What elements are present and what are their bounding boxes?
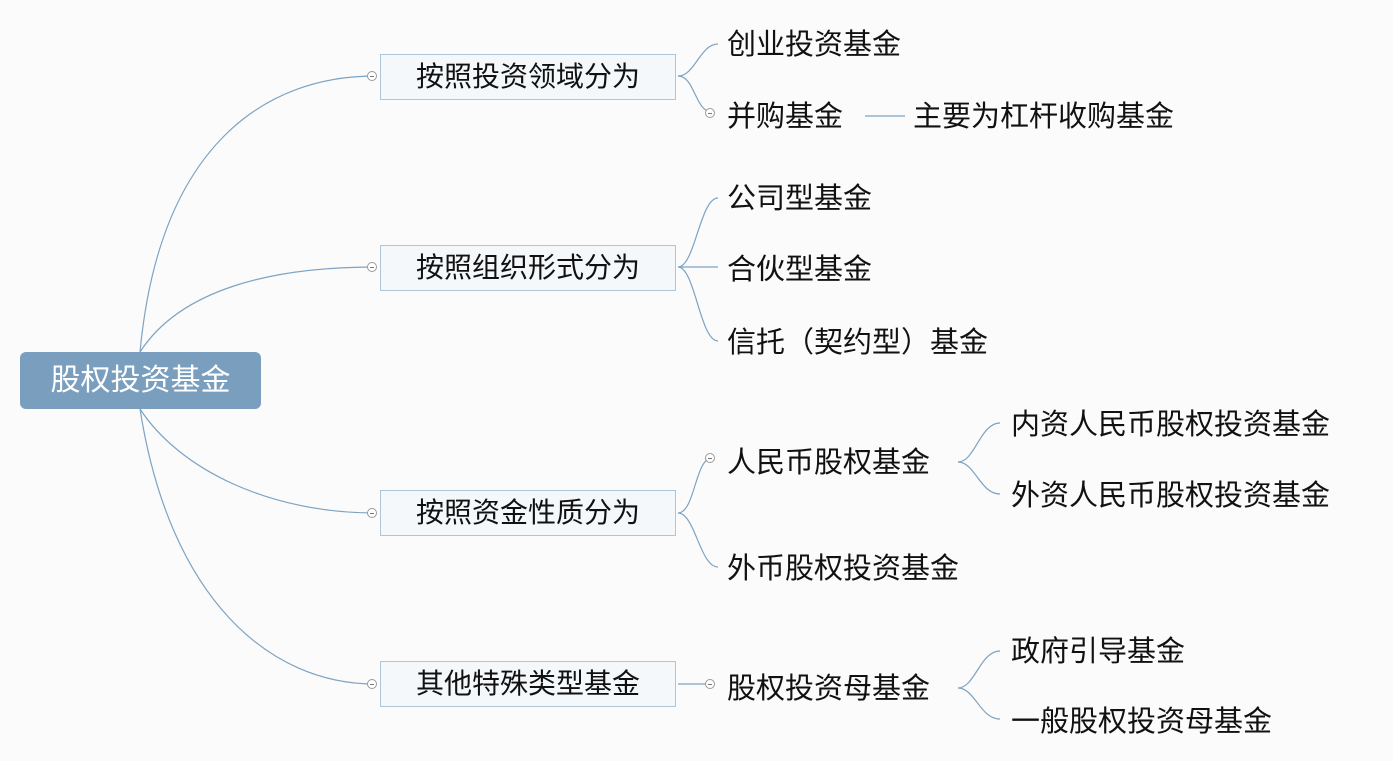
link-rmb-g1	[957, 422, 1001, 463]
link-b2-c1	[677, 197, 719, 268]
subtopic[interactable]: 公司型基金	[727, 180, 873, 215]
subtopic[interactable]: 政府引导基金	[1011, 633, 1186, 668]
subtopic[interactable]: 内资人民币股权投资基金	[1011, 406, 1331, 441]
collapse-toggle-icon[interactable]	[367, 679, 377, 689]
subtopic[interactable]: 信托（契约型）基金	[727, 324, 989, 359]
branch-topic[interactable]: 按照资金性质分为	[380, 490, 676, 536]
link-root-branch-4	[139, 408, 376, 685]
subtopic[interactable]: 一般股权投资母基金	[1011, 703, 1273, 738]
link-rmb-g2	[957, 461, 1001, 495]
collapse-toggle-icon[interactable]	[705, 108, 715, 118]
branch-topic[interactable]: 按照组织形式分为	[380, 245, 676, 291]
link-b3-c2	[677, 512, 719, 568]
link-b3-c1	[677, 457, 713, 514]
branch-topic[interactable]: 按照投资领域分为	[380, 54, 676, 100]
link-b1-c2	[677, 75, 713, 113]
link-root-branch-2	[139, 266, 376, 353]
collapse-toggle-icon[interactable]	[367, 262, 377, 272]
link-mother-g1	[957, 650, 1001, 689]
collapse-toggle-icon[interactable]	[367, 71, 377, 81]
subtopic[interactable]: 合伙型基金	[727, 251, 873, 286]
subtopic[interactable]: 人民币股权基金	[727, 444, 931, 479]
link-root-branch-1	[139, 75, 376, 353]
link-mother-g2	[957, 687, 1001, 720]
subtopic-note[interactable]: 主要为杠杆收购基金	[913, 98, 1175, 133]
root-topic[interactable]: 股权投资基金	[20, 352, 261, 409]
collapse-toggle-icon[interactable]	[367, 508, 377, 518]
link-b1-c1	[677, 43, 719, 77]
subtopic[interactable]: 创业投资基金	[727, 26, 902, 61]
link-root-branch-3	[139, 408, 376, 514]
collapse-toggle-icon[interactable]	[705, 679, 715, 689]
collapse-toggle-icon[interactable]	[705, 453, 715, 463]
branch-topic[interactable]: 其他特殊类型基金	[380, 661, 676, 707]
subtopic[interactable]: 并购基金	[727, 98, 844, 133]
subtopic[interactable]: 外资人民币股权投资基金	[1011, 477, 1331, 512]
subtopic[interactable]: 外币股权投资基金	[727, 550, 960, 585]
link-b2-c3	[677, 266, 719, 342]
subtopic[interactable]: 股权投资母基金	[727, 670, 931, 705]
